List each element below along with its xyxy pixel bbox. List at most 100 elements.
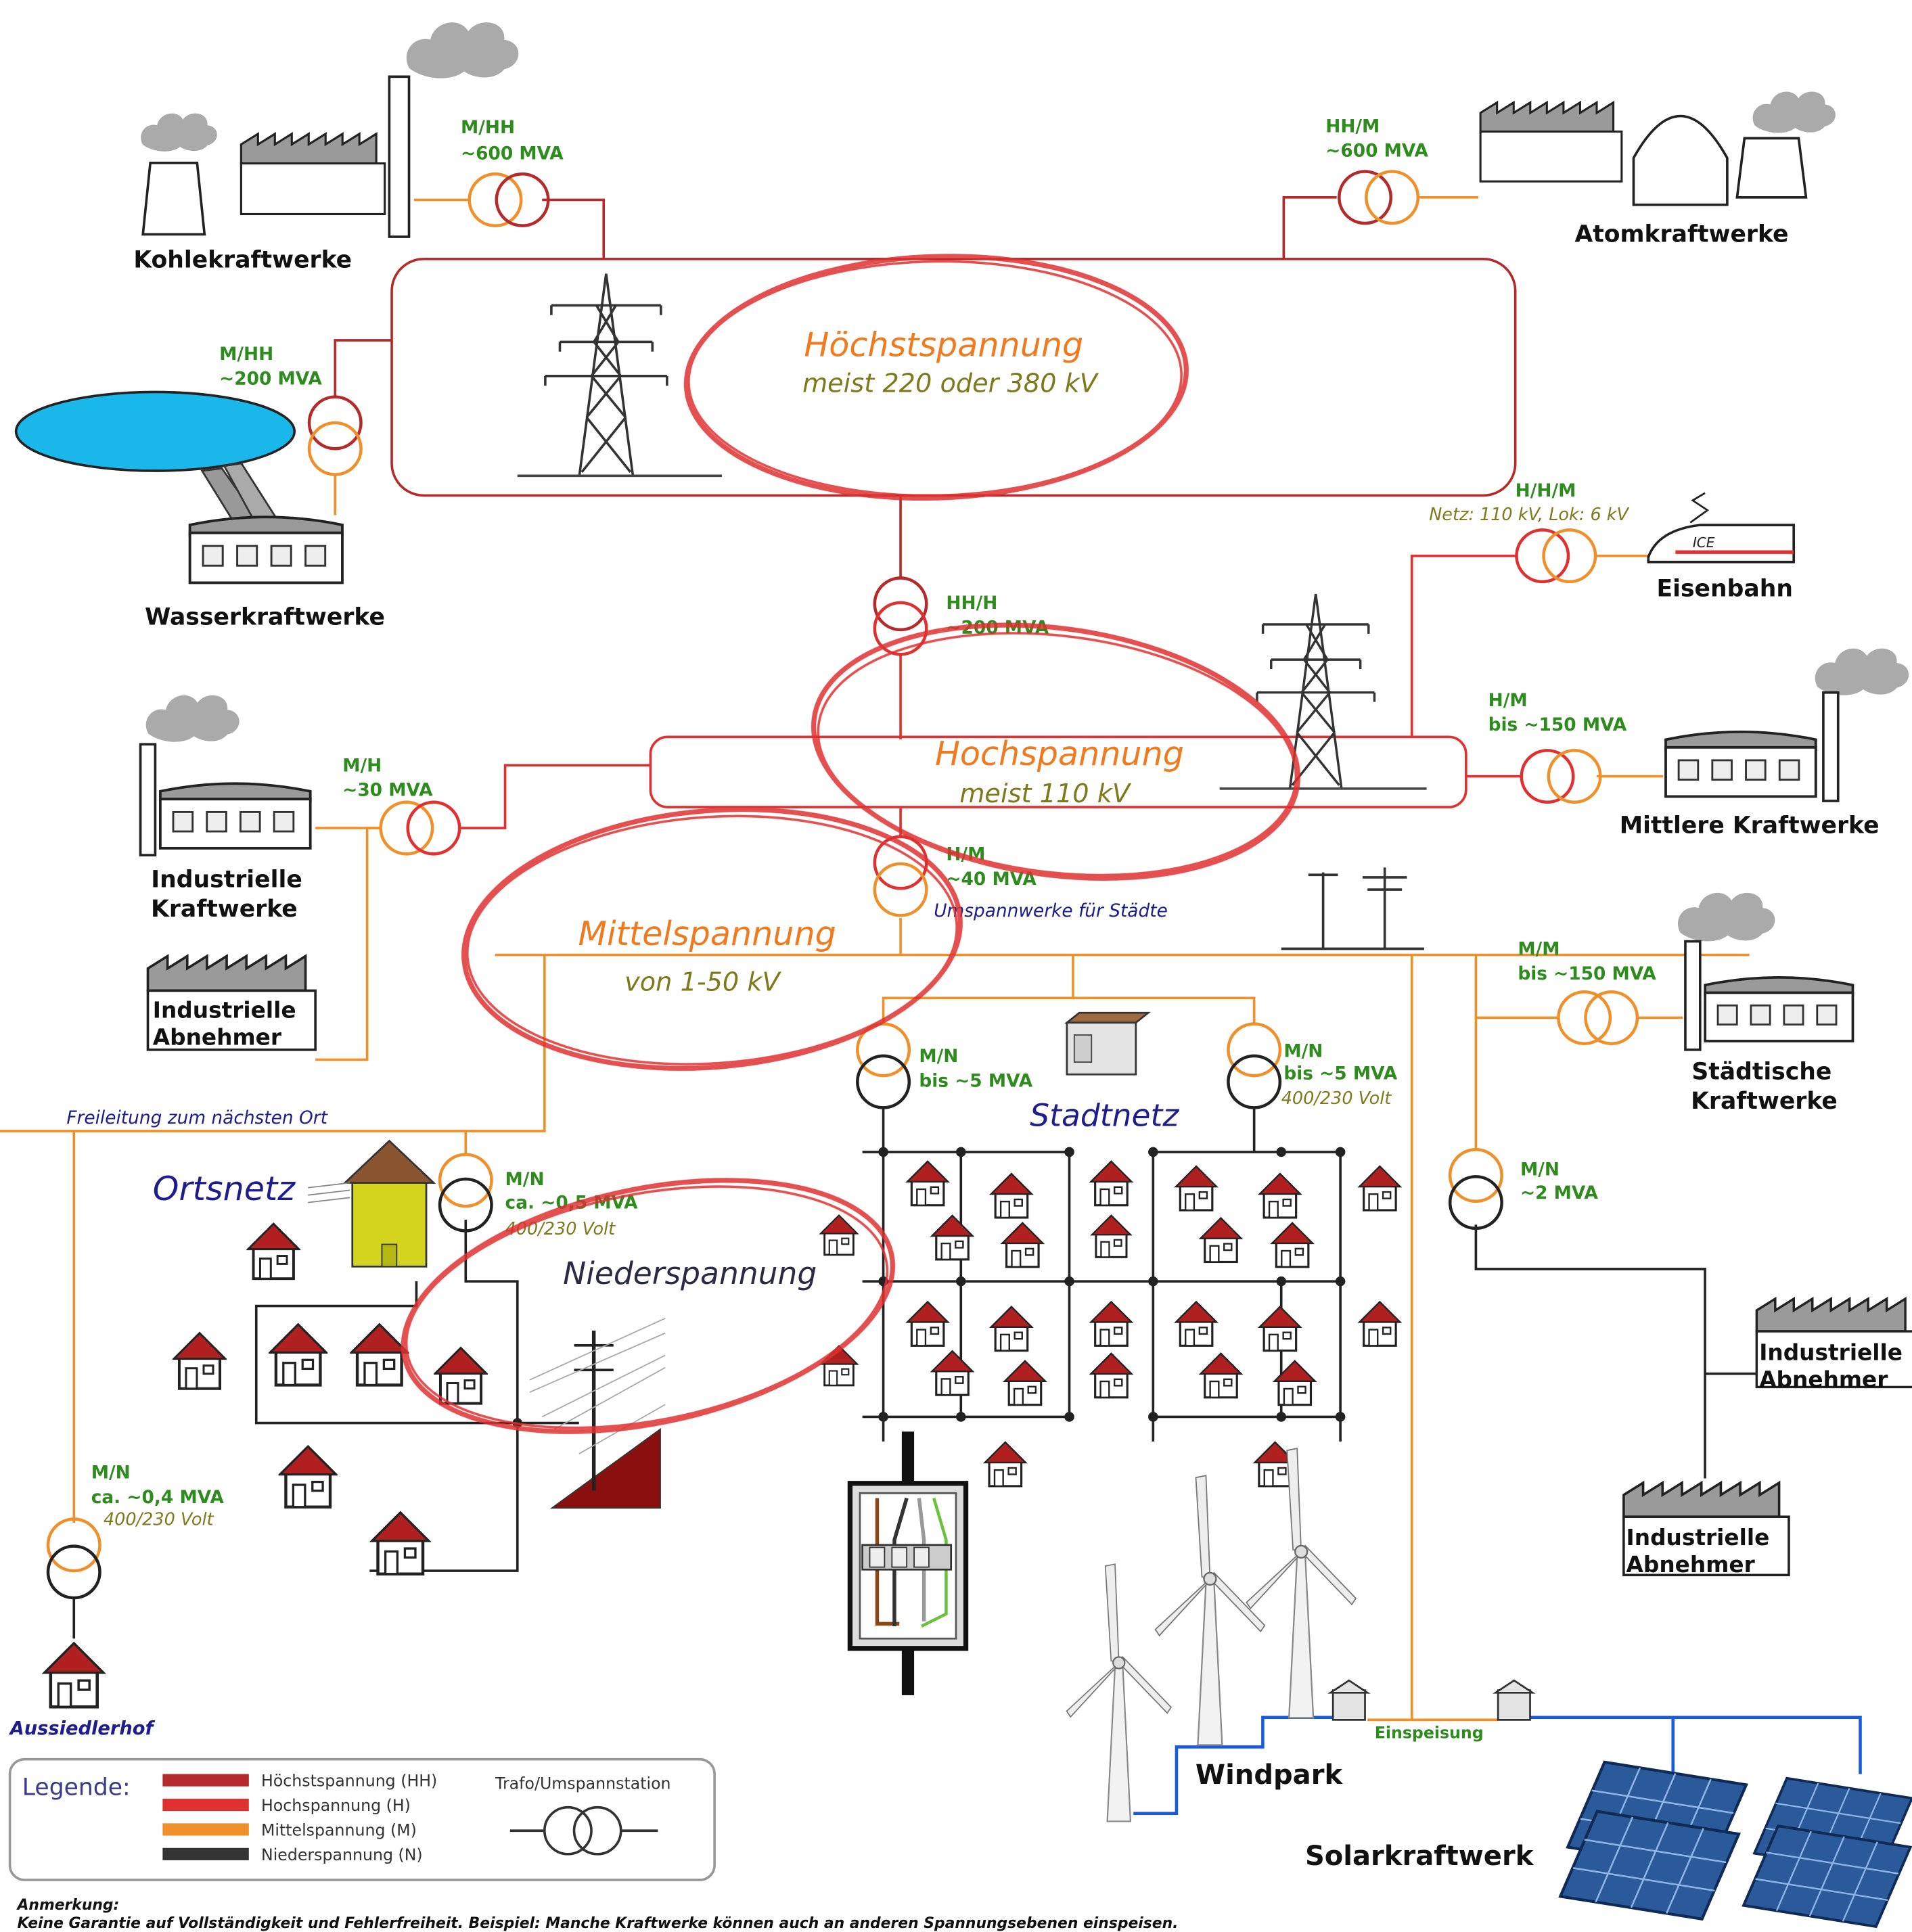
trafo-note: Netz: 110 kV, Lok: 6 kV	[1429, 505, 1629, 525]
substation-box-icon	[1064, 1011, 1151, 1076]
trafo-label: ~600 MVA	[461, 143, 564, 164]
house-icon	[1199, 1216, 1243, 1264]
legend: Legende: Höchstspannung (HH) Hochspannun…	[8, 1757, 716, 1881]
house-icon	[1091, 1214, 1132, 1258]
hh-pylon-icon	[545, 274, 667, 476]
label-abnehmer-right-1: Industrielle	[1759, 1340, 1903, 1366]
low-voltage-pole-icon	[529, 1317, 666, 1509]
industrie-kraftwerk-icon	[139, 695, 311, 856]
house-connection-box-icon	[847, 1431, 969, 1695]
house-icon	[280, 1446, 336, 1507]
house-icon	[1258, 1172, 1302, 1219]
legend-n: Niederspannung (N)	[261, 1845, 423, 1864]
trafo-bahn-icon	[1515, 528, 1597, 584]
note-title: Anmerkung:	[16, 1897, 119, 1914]
note-text: Keine Garantie auf Vollständigkeit und F…	[17, 1915, 1178, 1932]
house-icon	[984, 1441, 1027, 1488]
house-icon	[1003, 1360, 1047, 1406]
staedtisches-kraftwerk-icon	[1677, 892, 1853, 1051]
h-pylon-icon	[1256, 593, 1376, 790]
label-atom: Atomkraftwerke	[1574, 221, 1788, 248]
annotation-ellipses	[401, 254, 1301, 1434]
label-wasser: Wasserkraftwerke	[145, 604, 385, 631]
label-abnehmer-bottom-1: Industrielle	[1626, 1525, 1770, 1550]
house-icon	[1271, 1222, 1314, 1268]
label-eisenbahn: Eisenbahn	[1657, 576, 1793, 603]
trafo-label: ~200 MVA	[219, 369, 322, 390]
house-icon	[819, 1214, 859, 1256]
legend-m: Mittelspannung (M)	[261, 1821, 417, 1840]
house-icon	[174, 1333, 225, 1389]
line-bahn	[1410, 554, 1516, 737]
house-icon	[1089, 1300, 1133, 1347]
house-icon	[1358, 1165, 1402, 1212]
trafo-hof-icon	[46, 1517, 101, 1600]
trafo-label: M/N	[1520, 1159, 1560, 1180]
label-solar: Solarkraftwerk	[1305, 1841, 1534, 1872]
trafo-atom-icon	[1338, 170, 1420, 225]
house-icon	[990, 1305, 1033, 1352]
line-industrie-h	[458, 764, 651, 829]
kohlekraftwerk-icon	[141, 22, 519, 238]
ortsnetz-station-icon	[308, 1139, 436, 1268]
trafo-industrie-icon	[379, 800, 461, 856]
legend-hh: Höchstspannung (HH)	[261, 1772, 437, 1791]
h-level-box	[649, 735, 1467, 808]
medium-voltage-poles-icon	[1281, 867, 1424, 950]
trafo-wasser-icon	[307, 395, 363, 476]
trafo-label: M/N	[919, 1046, 958, 1067]
trafo-hh-h-icon	[873, 576, 928, 656]
house-icon	[1089, 1160, 1133, 1207]
label-mittlere: Mittlere Kraftwerke	[1620, 812, 1880, 839]
trafo-label: M/HH	[219, 344, 273, 365]
legend-trafo: Trafo/Umspannstation	[495, 1774, 671, 1793]
house-icon	[1001, 1222, 1045, 1268]
label-industrie-1: Industrielle	[151, 866, 302, 893]
house-icon	[906, 1300, 949, 1348]
solar-feed-line	[1527, 1716, 1862, 1774]
house-icon	[1089, 1352, 1133, 1399]
trafo-mittlere-icon	[1520, 749, 1602, 804]
house-icon	[906, 1160, 949, 1207]
line-atom-hh	[1282, 196, 1337, 259]
house-icon	[1258, 1305, 1302, 1352]
house-icon	[1199, 1352, 1243, 1399]
windpark-feed-line	[1133, 1716, 1334, 1816]
highlight-hh-ellipse	[683, 254, 1189, 501]
house-icon	[45, 1643, 104, 1707]
legend-swatch-hh	[162, 1774, 249, 1787]
voltage-notes: Netz: 110 kV, Lok: 6 kV 400/230 Volt 400…	[104, 505, 1630, 1530]
wind-turbine-icon	[1245, 1447, 1357, 1719]
highlight-n-ellipse	[401, 1178, 895, 1434]
label-industrie-2: Kraftwerke	[151, 896, 298, 923]
stadtnetz-nodes	[512, 1147, 1346, 1428]
trafo-ort-icon	[438, 1153, 493, 1233]
legend-swatch-m	[162, 1823, 249, 1836]
trafo-mn2-icon	[1227, 1022, 1282, 1109]
label-abnehmer-bottom-2: Abnehmer	[1626, 1552, 1756, 1578]
trafo-label: ~30 MVA	[342, 780, 433, 801]
line-wasser-hh	[334, 339, 392, 397]
label-abnehmer-left-2: Abnehmer	[153, 1025, 282, 1051]
n-title: Niederspannung	[563, 1256, 817, 1291]
label-aussiedlerhof: Aussiedlerhof	[9, 1718, 156, 1739]
wasserkraftwerk-icon	[14, 390, 342, 582]
transformers	[46, 170, 1639, 1600]
legend-swatch-h	[162, 1798, 249, 1812]
trafo-label: ca. ~0,4 MVA	[91, 1487, 225, 1508]
label-staedt-1: Städtische	[1691, 1059, 1831, 1086]
trafo-note: 400/230 Volt	[1281, 1088, 1392, 1109]
wind-turbine-icon	[1154, 1474, 1266, 1746]
trafo-label: ~2 MVA	[1520, 1182, 1599, 1203]
m-title: Mittelspannung	[578, 914, 836, 953]
house-icon	[372, 1513, 429, 1574]
label-freileitung: Freileitung zum nächsten Ort	[66, 1107, 328, 1128]
trafo-label: M/N	[91, 1462, 131, 1483]
house-icon	[1175, 1165, 1218, 1212]
m-subtitle: von 1-50 kV	[624, 967, 781, 997]
label-windpark: Windpark	[1196, 1760, 1344, 1791]
h-title: Hochspannung	[935, 734, 1184, 773]
trafo-label: H/H/M	[1516, 480, 1576, 501]
mittleres-kraftwerk-icon	[1666, 648, 1909, 802]
atomkraftwerk-icon	[1480, 91, 1836, 206]
